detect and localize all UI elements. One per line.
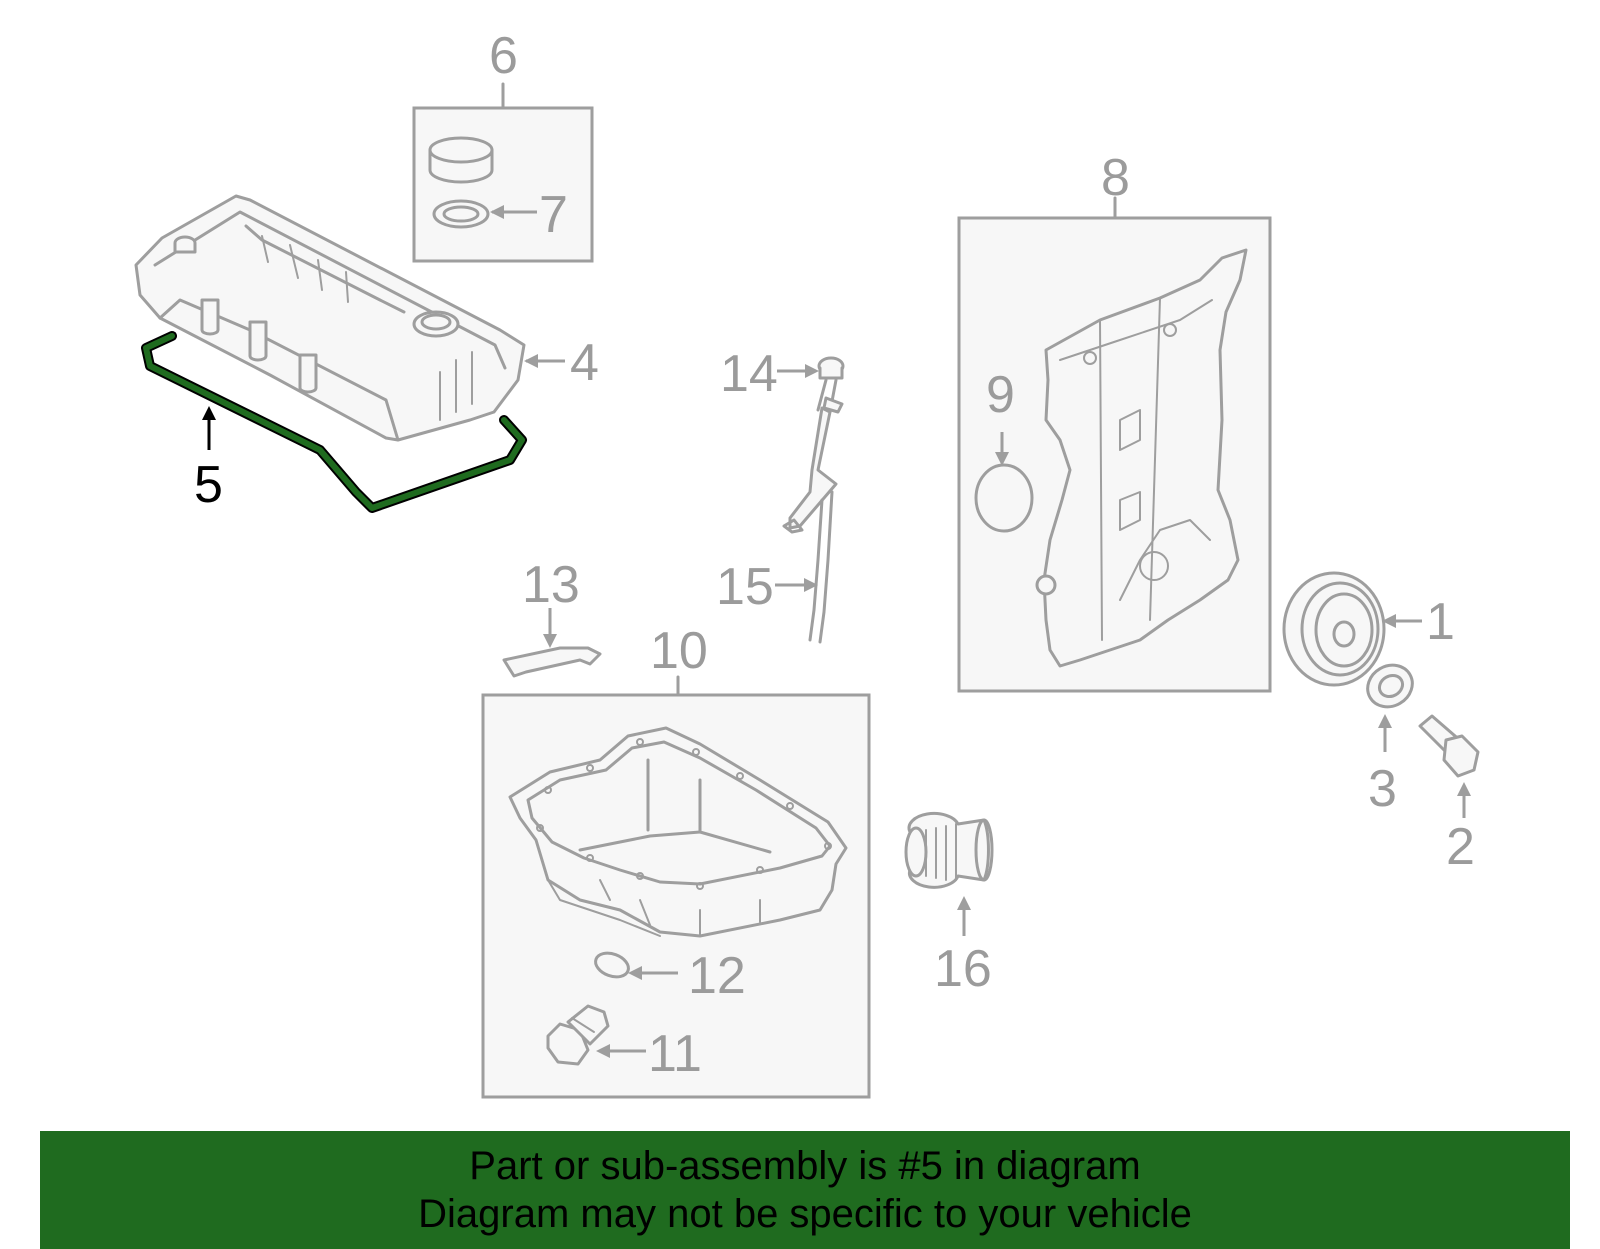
part-13-baffle[interactable] bbox=[502, 608, 602, 678]
oil-filler-cap[interactable] bbox=[428, 136, 494, 184]
part-7-seal[interactable] bbox=[432, 199, 490, 229]
callout-4: 4 bbox=[570, 334, 599, 392]
callout-3: 3 bbox=[1368, 760, 1397, 818]
part-2-bolt[interactable] bbox=[1418, 714, 1480, 818]
banner-line-1: Part or sub-assembly is #5 in diagram bbox=[469, 1144, 1141, 1188]
part-9-front-seal[interactable] bbox=[974, 432, 1034, 533]
callout-1: 1 bbox=[1426, 593, 1455, 651]
callout-7: 7 bbox=[539, 186, 568, 244]
callout-10: 10 bbox=[650, 622, 708, 680]
part-15-dipstick-tube[interactable] bbox=[775, 406, 838, 644]
part-8-group[interactable] bbox=[957, 196, 1272, 693]
callout-9: 9 bbox=[986, 366, 1015, 424]
callout-13: 13 bbox=[522, 556, 580, 614]
part-11-drain-plug[interactable] bbox=[546, 1004, 646, 1066]
callout-12: 12 bbox=[688, 947, 746, 1005]
gasket-highlight bbox=[143, 333, 525, 511]
oil-pan[interactable] bbox=[508, 726, 848, 938]
part-1-crank-pulley[interactable] bbox=[1282, 571, 1422, 687]
callout-5: 5 bbox=[194, 456, 223, 514]
part-10-group[interactable] bbox=[481, 675, 871, 1099]
callout-15: 15 bbox=[716, 558, 774, 616]
part-12-drain-gasket[interactable] bbox=[592, 949, 678, 981]
info-banner: Part or sub-assembly is #5 in diagram Di… bbox=[40, 1131, 1570, 1249]
part-5-valve-cover-gasket[interactable] bbox=[141, 331, 527, 513]
part-14-dipstick[interactable] bbox=[777, 356, 845, 414]
callout-14: 14 bbox=[720, 345, 778, 403]
callout-6: 6 bbox=[489, 27, 518, 85]
part-4-valve-cover[interactable] bbox=[134, 194, 565, 442]
callout-2: 2 bbox=[1446, 818, 1475, 876]
part-6-group[interactable] bbox=[412, 82, 594, 263]
part-16-oil-filter[interactable] bbox=[904, 811, 994, 936]
callout-11: 11 bbox=[648, 1025, 702, 1083]
part-6-box bbox=[412, 106, 594, 263]
banner-line-2: Diagram may not be specific to your vehi… bbox=[418, 1192, 1192, 1236]
callout-16: 16 bbox=[934, 940, 992, 998]
callout-8: 8 bbox=[1101, 149, 1130, 207]
part-3-washer[interactable] bbox=[1360, 657, 1420, 752]
timing-cover[interactable] bbox=[1035, 248, 1248, 668]
